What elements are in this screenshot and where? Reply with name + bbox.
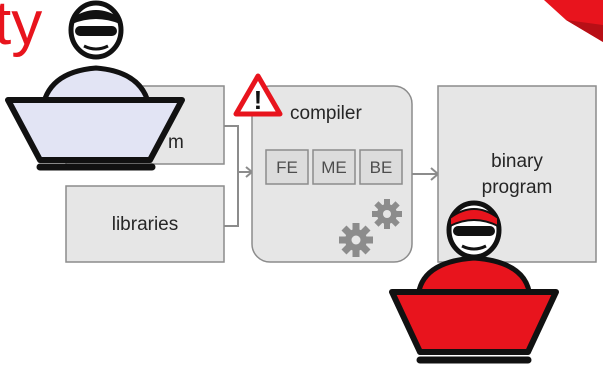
- compiler-box: compiler FE ME BE: [251, 85, 413, 263]
- warning-symbol: !: [254, 85, 263, 115]
- binary-program-box: binary program: [437, 85, 597, 263]
- libraries-box: libraries: [65, 185, 225, 263]
- warning-icon: !: [233, 73, 283, 117]
- stage-be-label: BE: [370, 158, 393, 177]
- stage-fe-label: FE: [276, 158, 298, 177]
- title-fragment: ty: [0, 0, 42, 58]
- logo-icon: [544, 0, 603, 42]
- stage-be: [359, 149, 403, 185]
- stage-me-label: ME: [321, 158, 347, 177]
- gear-icon: [339, 223, 373, 257]
- compiler-label: compiler: [290, 103, 362, 124]
- binary-label-line2: program: [482, 177, 553, 198]
- source-program-label: m: [168, 132, 184, 153]
- stage-me: [312, 149, 356, 185]
- gear-icon: [372, 199, 402, 229]
- binary-label-line1: binary: [491, 151, 543, 172]
- libraries-label: libraries: [112, 214, 179, 235]
- trusted-developer-icon: [5, 0, 185, 171]
- attacker-developer-icon: [389, 200, 559, 364]
- stage-fe: [265, 149, 309, 185]
